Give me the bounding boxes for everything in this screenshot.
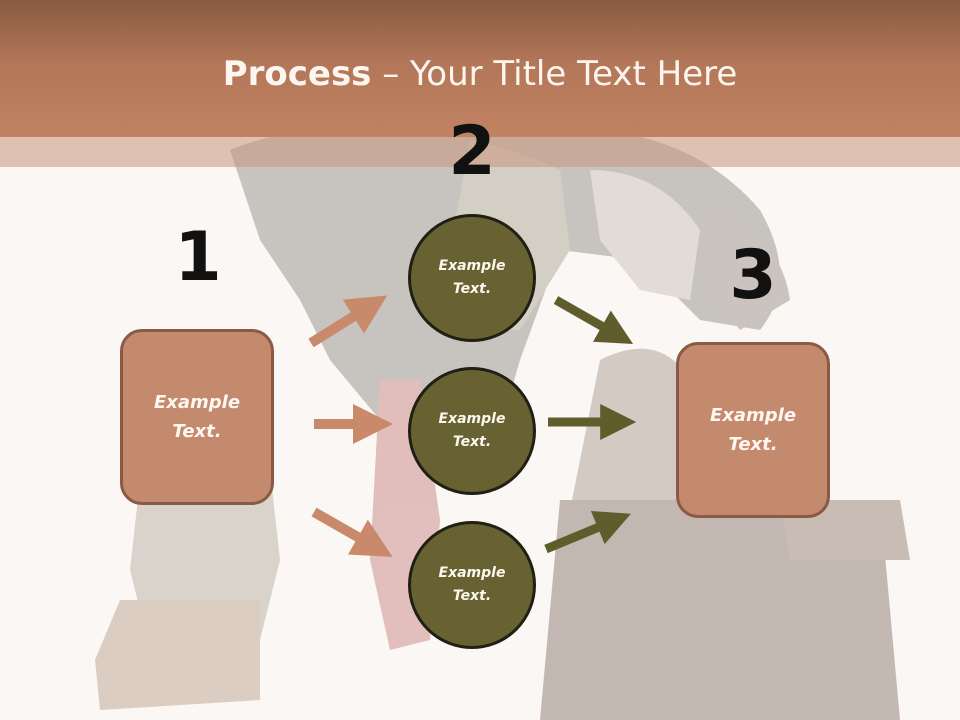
step-number-3: 3 xyxy=(729,236,777,315)
slide-title-rest: – Your Title Text Here xyxy=(371,54,738,94)
step-3-box-text: Example Text. xyxy=(709,405,797,455)
step-1-box-text: Example Text. xyxy=(153,392,241,442)
step-2-circle-top-text: Example Text. xyxy=(438,258,506,297)
slide-title: Process – Your Title Text Here xyxy=(0,52,960,96)
step-2-circle-bottom-text: Example Text. xyxy=(438,565,506,604)
step-number-2: 2 xyxy=(448,112,496,191)
step-2-circle-middle-text: Example Text. xyxy=(438,411,506,450)
step-3-box: Example Text. xyxy=(676,342,830,518)
slide-title-bold: Process xyxy=(222,54,372,94)
step-number-1: 1 xyxy=(174,218,222,297)
step-1-box: Example Text. xyxy=(120,329,274,505)
arrow-top-to-box3 xyxy=(553,296,634,345)
arrow-box1-to-bottom xyxy=(311,507,393,557)
arrow-bottom-to-box3 xyxy=(544,510,631,554)
step-2-circle-bottom: Example Text. xyxy=(408,521,536,649)
arrow-box1-to-top xyxy=(308,295,388,348)
step-2-circle-top: Example Text. xyxy=(408,214,536,342)
title-band xyxy=(0,0,960,137)
step-2-circle-middle: Example Text. xyxy=(408,367,536,495)
title-sub-band xyxy=(0,137,960,167)
